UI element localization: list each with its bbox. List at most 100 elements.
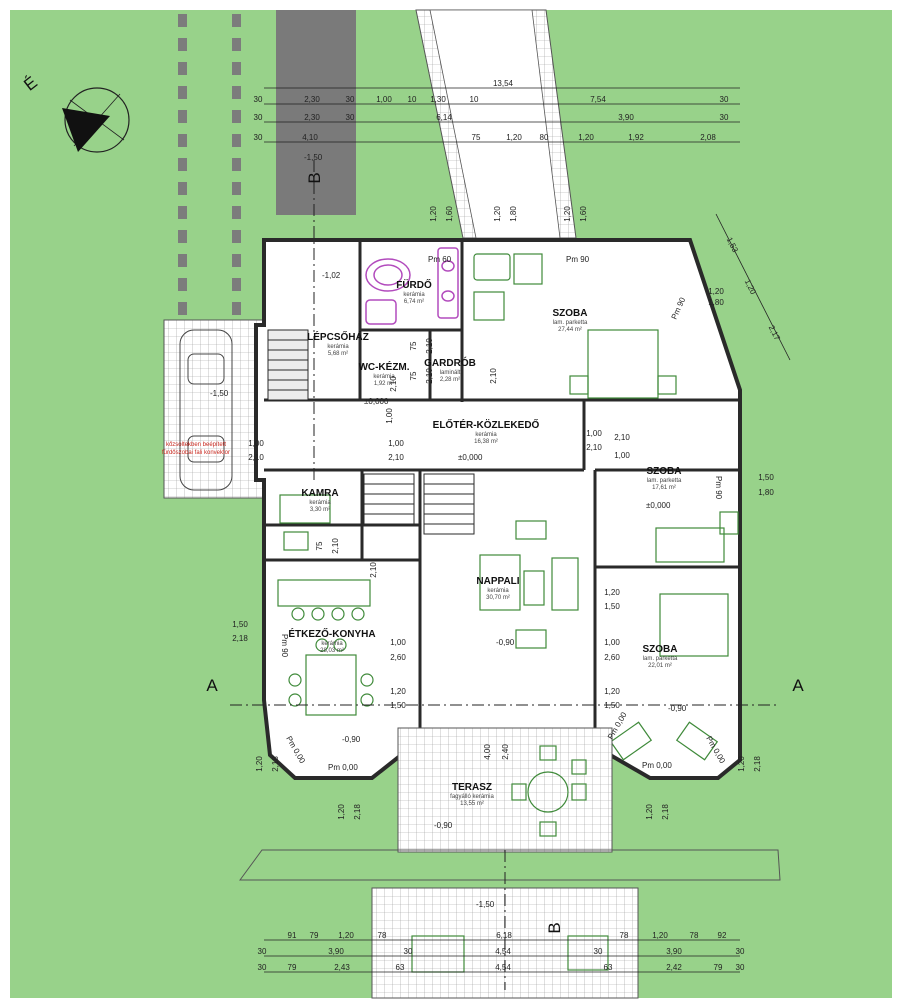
- svg-text:SZOBA: SZOBA: [553, 308, 588, 319]
- dim-lines-bottom: [264, 939, 740, 973]
- svg-text:-1,02: -1,02: [322, 271, 341, 280]
- svg-text:1,50: 1,50: [390, 701, 406, 710]
- svg-text:1,50: 1,50: [604, 602, 620, 611]
- svg-text:2,10: 2,10: [248, 453, 264, 462]
- car-icon: [179, 329, 233, 491]
- svg-text:2,40: 2,40: [501, 744, 510, 760]
- svg-text:1,20: 1,20: [604, 588, 620, 597]
- svg-text:2,18: 2,18: [271, 756, 280, 772]
- svg-text:FÜRDŐ: FÜRDŐ: [396, 278, 432, 291]
- svg-text:1,60: 1,60: [579, 206, 588, 222]
- svg-text:75: 75: [409, 341, 418, 350]
- svg-text:1,00: 1,00: [604, 638, 620, 647]
- svg-text:78: 78: [378, 931, 387, 940]
- dim-row-top-2: 30 2,30 30 6,14 3,90 30: [254, 113, 729, 122]
- svg-text:79: 79: [310, 931, 319, 940]
- svg-text:1,80: 1,80: [758, 488, 774, 497]
- svg-text:4,54: 4,54: [495, 963, 511, 972]
- svg-text:1,50: 1,50: [604, 701, 620, 710]
- dim-row-top-1: 30 2,30 30 1,00 10 1,30 10 7,54 30: [254, 95, 729, 104]
- svg-text:10: 10: [408, 95, 417, 104]
- svg-text:79: 79: [714, 963, 723, 972]
- svg-text:75: 75: [315, 541, 324, 550]
- svg-text:2,10: 2,10: [425, 368, 434, 384]
- svg-text:2,60: 2,60: [390, 653, 406, 662]
- svg-text:-1,50: -1,50: [304, 153, 323, 162]
- room-szoba-3: SZOBA lam. parketta 22,01 m²: [643, 644, 679, 669]
- svg-text:lam. parketta: lam. parketta: [553, 320, 588, 326]
- svg-text:Pm 90: Pm 90: [566, 255, 590, 264]
- svg-text:1,00: 1,00: [390, 638, 406, 647]
- svg-text:NAPPALI: NAPPALI: [476, 576, 519, 587]
- svg-text:1,00: 1,00: [385, 408, 394, 424]
- svg-text:5,68 m²: 5,68 m²: [328, 351, 348, 357]
- svg-text:KAMRA: KAMRA: [301, 488, 338, 499]
- svg-text:7,54: 7,54: [590, 95, 606, 104]
- svg-text:75: 75: [472, 133, 481, 142]
- svg-text:63: 63: [396, 963, 405, 972]
- svg-text:±0,000: ±0,000: [646, 501, 671, 510]
- svg-text:1,20: 1,20: [429, 206, 438, 222]
- svg-text:WC-KÉZM.: WC-KÉZM.: [358, 360, 409, 373]
- svg-text:3,90: 3,90: [328, 947, 344, 956]
- svg-text:1,60: 1,60: [445, 206, 454, 222]
- svg-text:Pm 90: Pm 90: [714, 476, 723, 500]
- svg-text:1,00: 1,00: [614, 451, 630, 460]
- dim-top-total: 13,54: [493, 79, 514, 88]
- svg-text:2,08: 2,08: [700, 133, 716, 142]
- svg-text:30: 30: [720, 113, 729, 122]
- svg-text:1,20: 1,20: [708, 287, 724, 296]
- svg-text:-0,90: -0,90: [342, 735, 361, 744]
- dim-row-bottom-1: 91 79 1,20 78 6,18 78 1,20 78 92: [288, 931, 727, 940]
- svg-text:1,20: 1,20: [737, 756, 746, 772]
- interior-walls: [264, 240, 740, 748]
- svg-text:±0,000: ±0,000: [364, 397, 389, 406]
- svg-text:2,18: 2,18: [661, 804, 670, 820]
- svg-text:30: 30: [736, 947, 745, 956]
- svg-text:GARDRÓB: GARDRÓB: [424, 356, 476, 369]
- svg-text:1,20: 1,20: [506, 133, 522, 142]
- svg-text:10: 10: [470, 95, 479, 104]
- room-gardrob: GARDRÓB laminált 2,28 m²: [424, 356, 476, 383]
- svg-text:Pm 90: Pm 90: [280, 634, 289, 658]
- svg-text:3,90: 3,90: [618, 113, 634, 122]
- room-etkezo: ÉTKEZŐ-KONYHA kerámia 28,03 m²: [288, 627, 375, 654]
- svg-text:92: 92: [718, 931, 727, 940]
- svg-text:80: 80: [540, 133, 549, 142]
- svg-text:78: 78: [690, 931, 699, 940]
- dim-lines-top: [264, 87, 740, 143]
- section-a-right: A: [792, 676, 804, 695]
- svg-text:2,28 m²: 2,28 m²: [440, 377, 460, 383]
- section-b-bottom: B: [545, 922, 564, 933]
- room-lepcsohaz: LÉPCSŐHÁZ kerámia 5,68 m²: [307, 330, 369, 357]
- svg-text:3,90: 3,90: [666, 947, 682, 956]
- svg-text:30: 30: [346, 95, 355, 104]
- svg-text:30: 30: [258, 947, 267, 956]
- svg-text:4,10: 4,10: [302, 133, 318, 142]
- svg-text:3,30 m²: 3,30 m²: [310, 507, 330, 513]
- level-carport: -1,50: [210, 389, 229, 398]
- svg-text:1,20: 1,20: [578, 133, 594, 142]
- svg-text:Pm 60: Pm 60: [428, 255, 452, 264]
- svg-text:2,10: 2,10: [425, 338, 434, 354]
- svg-text:kerámia: kerámia: [373, 374, 395, 380]
- room-szoba-2: SZOBA lam. parketta 17,61 m²: [647, 466, 683, 491]
- svg-text:2,10: 2,10: [586, 443, 602, 452]
- dim-row-bottom-3: 30 79 2,43 63 4,54 63 2,42 79 30: [258, 963, 745, 972]
- svg-text:laminált: laminált: [440, 370, 461, 376]
- radiator-note: kőzsoltekben beépített fürdőszobai fali …: [162, 442, 230, 456]
- svg-text:kerámia: kerámia: [403, 292, 425, 298]
- svg-text:ELŐTÉR-KÖZLEKEDŐ: ELŐTÉR-KÖZLEKEDŐ: [433, 418, 540, 431]
- svg-text:6,18: 6,18: [496, 931, 512, 940]
- svg-text:2,42: 2,42: [666, 963, 682, 972]
- svg-text:1,92 m²: 1,92 m²: [374, 381, 394, 387]
- svg-text:2,10: 2,10: [614, 433, 630, 442]
- opening-dims: 1,20 1,60 1,20 1,80 1,20 1,60 1,20 1,80 …: [232, 206, 774, 820]
- svg-text:SZOBA: SZOBA: [643, 644, 678, 655]
- svg-text:2,30: 2,30: [304, 113, 320, 122]
- svg-text:30: 30: [258, 963, 267, 972]
- svg-text:30: 30: [254, 95, 263, 104]
- dim-row-bottom-2: 30 3,90 30 4,54 30 3,90 30: [258, 947, 745, 956]
- section-a-left: A: [206, 676, 218, 695]
- section-b-top: B: [305, 172, 324, 183]
